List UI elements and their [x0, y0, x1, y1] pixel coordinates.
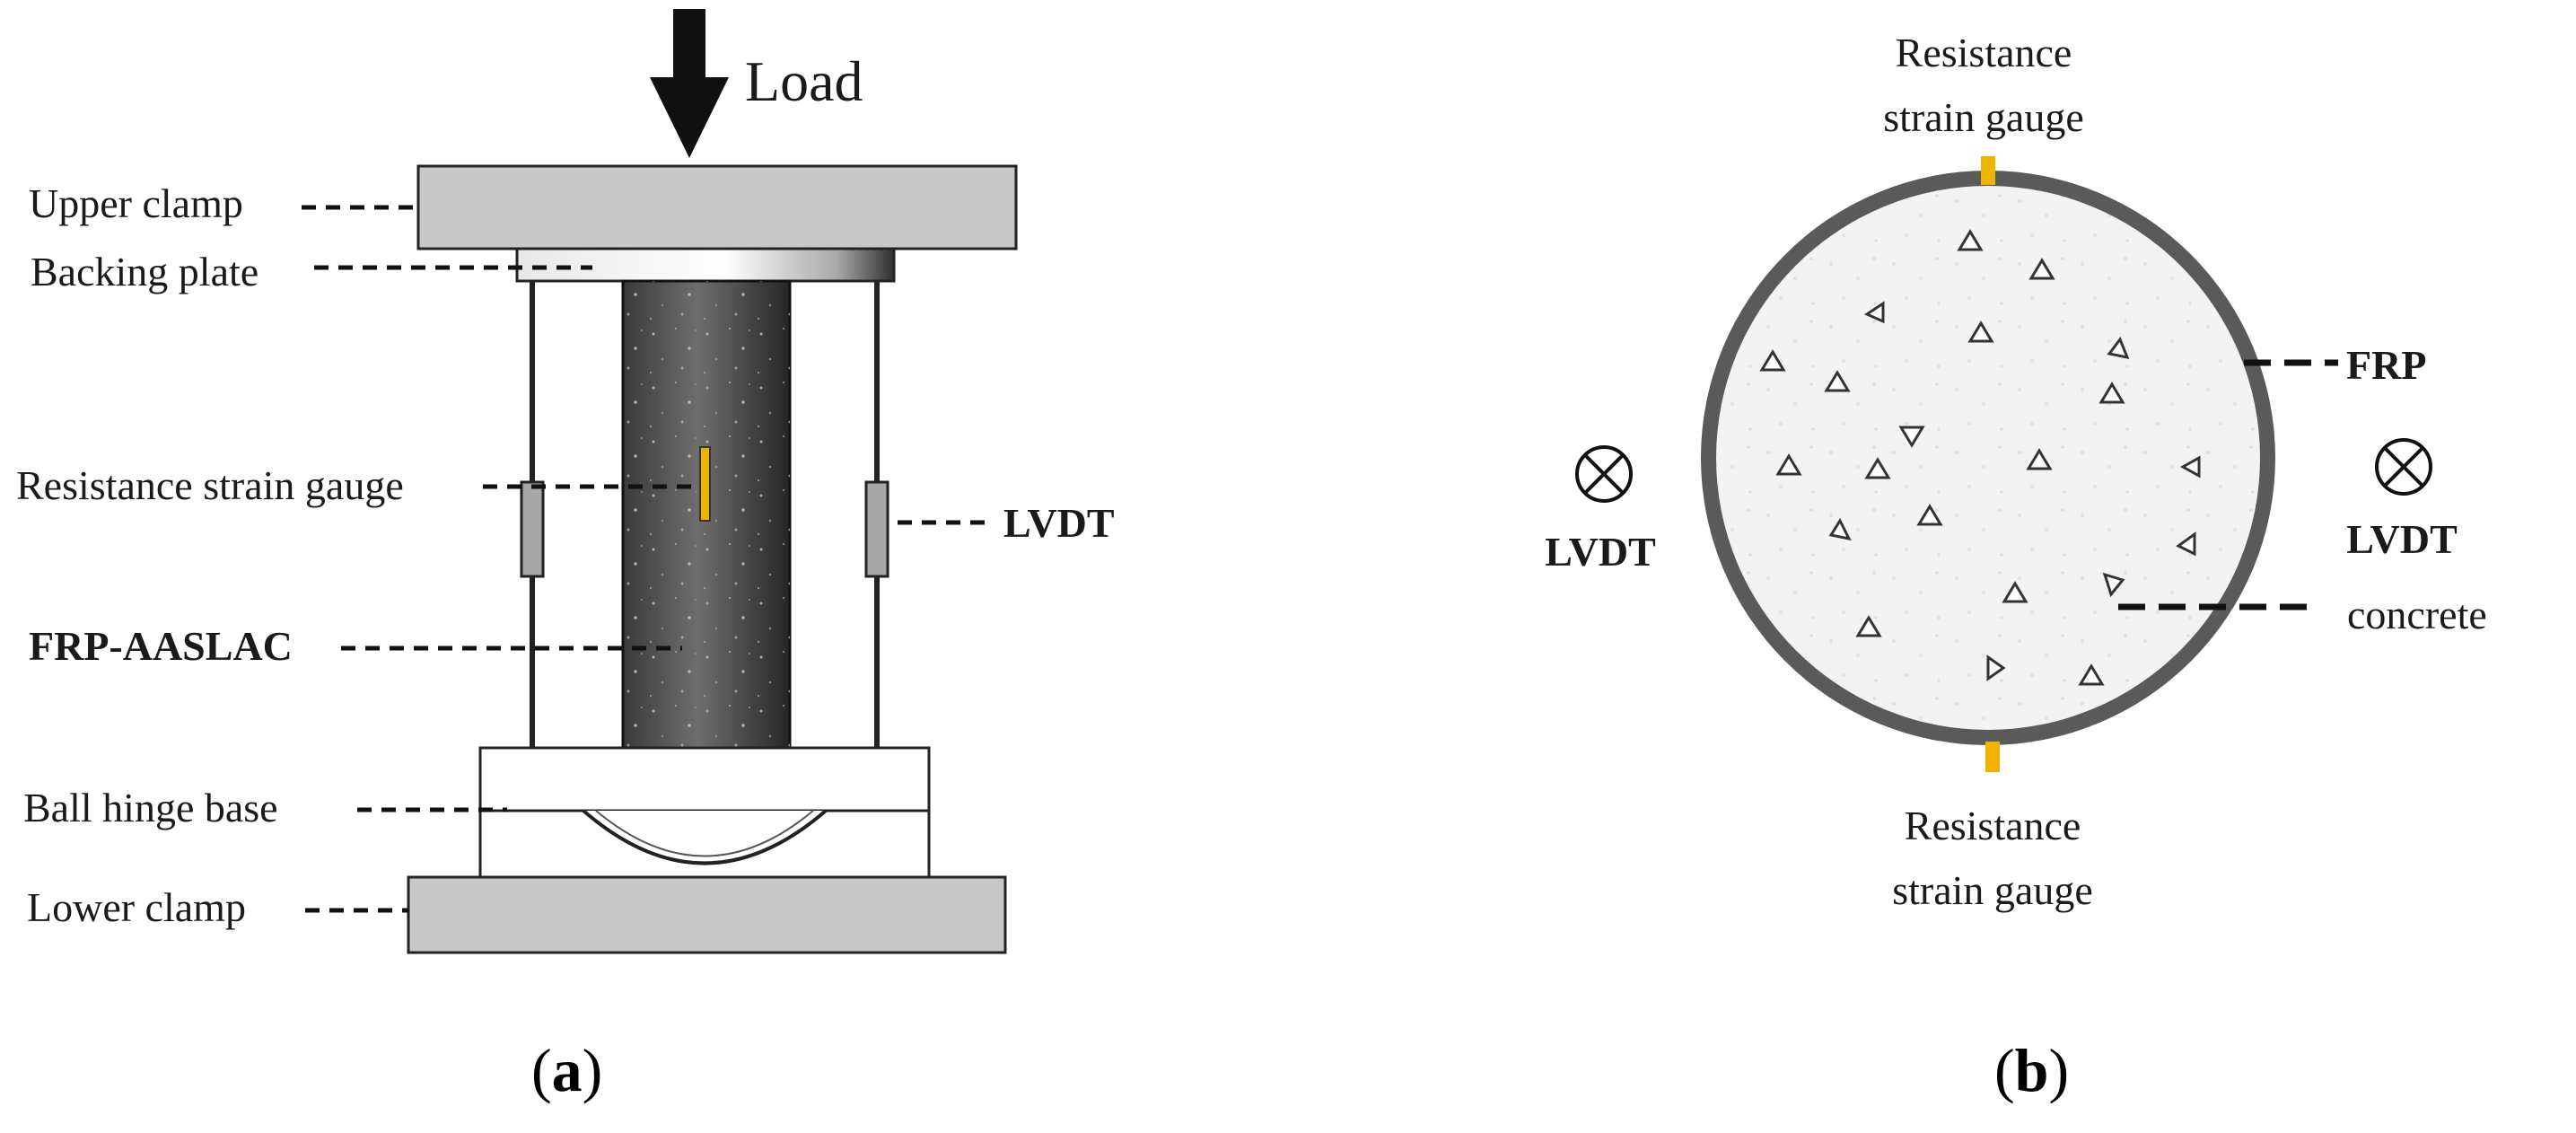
ball-hinge-arc [582, 809, 828, 865]
strain-gauge-a [699, 446, 711, 522]
panel-b: Resistance strain gauge [1545, 30, 2487, 1104]
top-strain-gauge [1981, 156, 1995, 185]
lower-clamp [407, 875, 1007, 954]
caption-b: (b) [1994, 1036, 2069, 1104]
upper-clamp-label: Upper clamp [29, 180, 243, 226]
bottom-gauge-label-line2: strain gauge [1892, 867, 2093, 913]
upper-clamp [416, 164, 1018, 250]
backing-plate-label: Backing plate [31, 249, 258, 294]
aggregate-markers [1759, 229, 2201, 686]
lvdt-right-label: LVDT [2346, 516, 2458, 562]
resistance-strain-gauge-label: Resistance strain gauge [16, 462, 404, 508]
concrete-core [1716, 186, 2260, 730]
top-gauge-label-line2: strain gauge [1883, 94, 2084, 140]
concrete-label: concrete [2347, 592, 2487, 637]
load-label: Load [745, 49, 863, 113]
specimen-label: FRP-AASLAC [29, 623, 293, 669]
lvdt-right-body [864, 480, 889, 578]
lvdt-left-symbol-icon [1575, 445, 1633, 503]
bottom-gauge-label-line1: Resistance [1905, 803, 2081, 848]
lvdt-right-symbol-icon [2375, 438, 2432, 496]
ball-hinge-base-label: Ball hinge base [23, 785, 278, 830]
bottom-strain-gauge [1985, 742, 2000, 772]
lower-clamp-label: Lower clamp [27, 884, 246, 930]
frp-label: FRP [2346, 342, 2426, 388]
caption-a: (a) [531, 1036, 602, 1104]
backing-plate [515, 247, 896, 283]
lvdt-left-label: LVDT [1545, 529, 1656, 575]
load-arrow-icon [650, 9, 729, 158]
lvdt-left-body [520, 480, 545, 578]
lvdt-label: LVDT [1003, 500, 1115, 546]
panel-a: Load Upper clamp Backing plate Resistanc… [16, 9, 1115, 1104]
ball-hinge-upper-block [478, 746, 931, 812]
top-gauge-label-line1: Resistance [1896, 30, 2072, 75]
